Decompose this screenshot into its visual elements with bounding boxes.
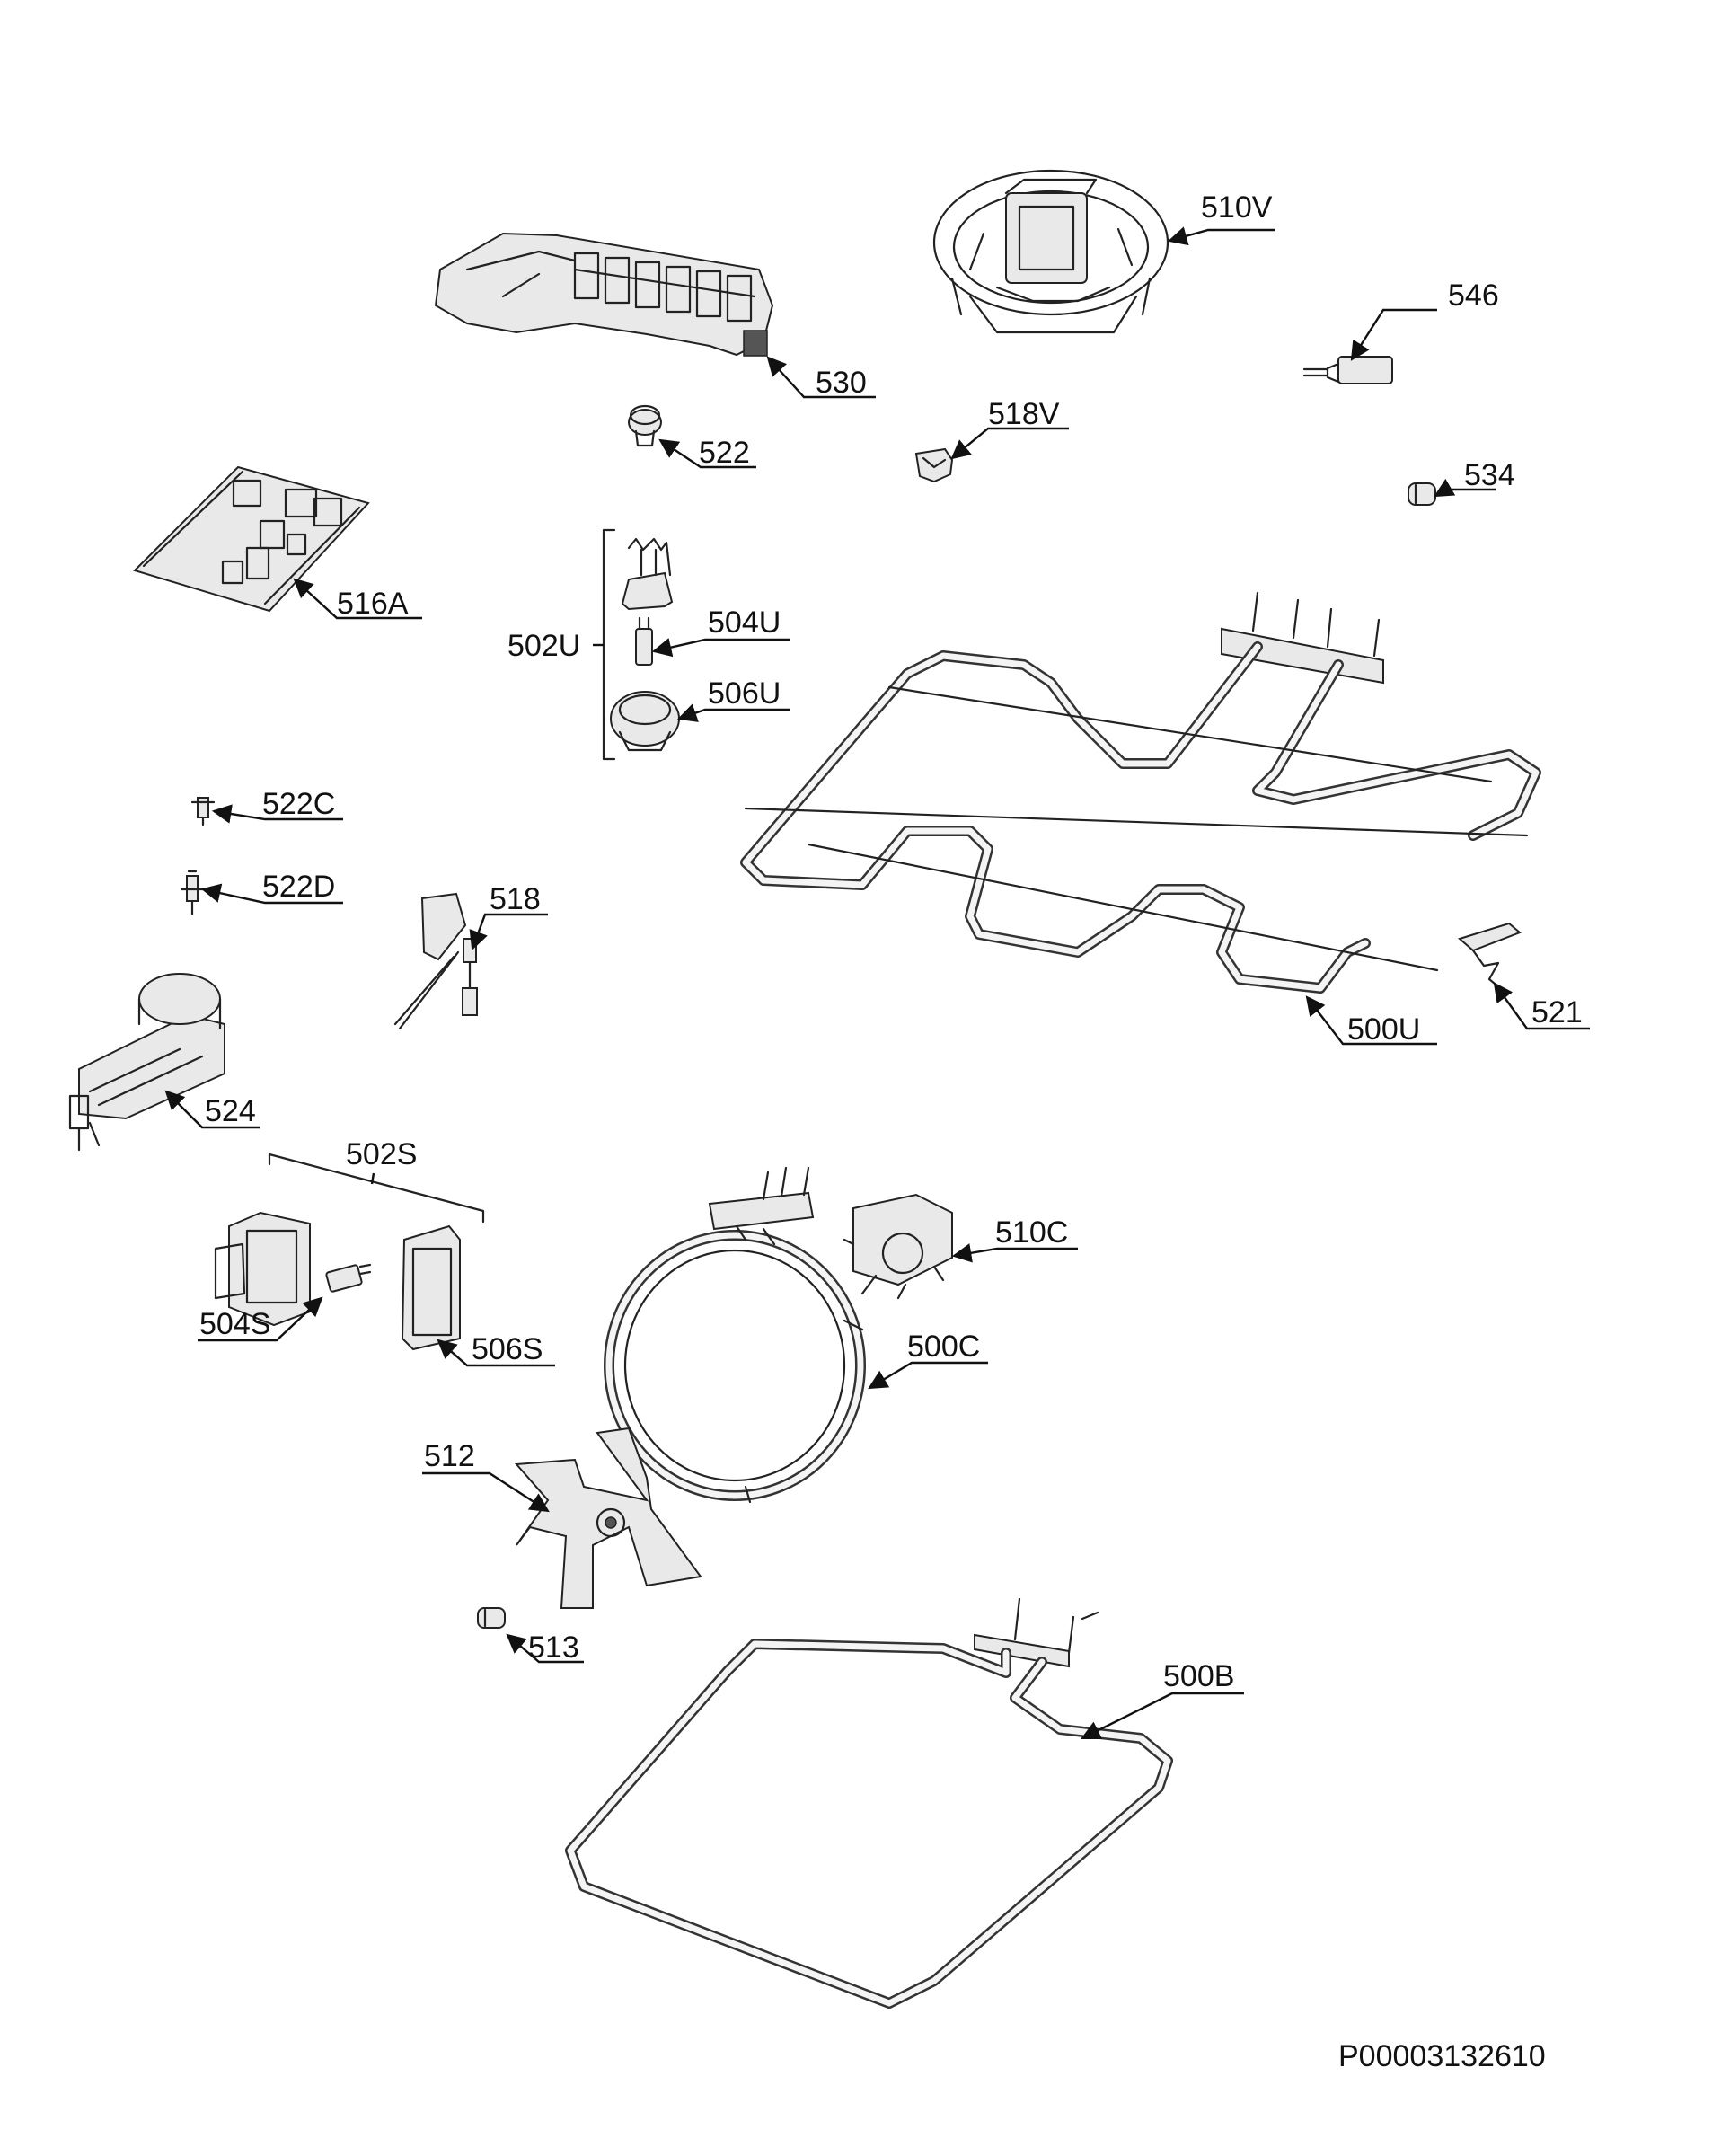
label-513: 513	[528, 1630, 579, 1665]
part-502u-lamp-assembly	[593, 528, 680, 761]
label-522c: 522C	[262, 787, 335, 821]
label-530: 530	[816, 366, 867, 400]
label-504s: 504S	[199, 1307, 270, 1341]
label-506s: 506S	[472, 1332, 543, 1366]
part-513-nut	[477, 1607, 506, 1629]
label-521: 521	[1531, 995, 1583, 1029]
callout-labels: 510V 546 530 522 518V 534 516A 502U 504U…	[199, 190, 1583, 1693]
part-530-terminal-block	[434, 232, 774, 357]
label-504u: 504U	[708, 605, 781, 640]
label-518: 518	[490, 882, 541, 916]
label-518v: 518V	[988, 397, 1060, 431]
part-510v-fan-motor	[932, 169, 1169, 334]
label-524: 524	[205, 1094, 256, 1128]
part-518v-clip	[914, 447, 954, 483]
label-522d: 522D	[262, 870, 335, 904]
document-code: P00003132610	[1338, 2039, 1546, 2073]
label-500c: 500C	[907, 1330, 980, 1364]
part-534-knob	[1408, 482, 1436, 506]
label-546: 546	[1448, 278, 1499, 313]
part-500u-upper-heating-element	[740, 591, 1541, 994]
label-534: 534	[1464, 458, 1515, 492]
label-510v: 510V	[1201, 190, 1273, 225]
part-522d-fastener	[180, 870, 205, 916]
label-510c: 510C	[995, 1215, 1068, 1250]
part-500b-bottom-heating-element	[565, 1597, 1173, 2009]
label-502s: 502S	[346, 1137, 417, 1171]
label-516a: 516A	[337, 587, 409, 621]
part-512-fan-blade	[514, 1427, 702, 1609]
label-512: 512	[424, 1439, 475, 1473]
part-516a-pcb	[133, 465, 370, 613]
part-522c-fastener	[190, 797, 216, 826]
label-506u: 506U	[708, 676, 781, 711]
leaders	[164, 226, 1590, 1740]
part-502s-side-lamp-assembly	[214, 1153, 485, 1351]
part-500c-circular-heating-element	[604, 1166, 866, 1504]
part-521-bracket	[1457, 922, 1522, 990]
part-524-door-lock	[68, 973, 225, 1152]
label-500b: 500B	[1163, 1659, 1234, 1693]
part-546-switch	[1302, 356, 1393, 384]
part-518-sensor	[393, 892, 478, 1030]
part-510c-fan-motor	[843, 1193, 953, 1300]
label-522: 522	[699, 436, 750, 470]
label-500u: 500U	[1347, 1012, 1420, 1047]
label-502u: 502U	[507, 629, 580, 663]
part-522-clip	[628, 404, 662, 447]
